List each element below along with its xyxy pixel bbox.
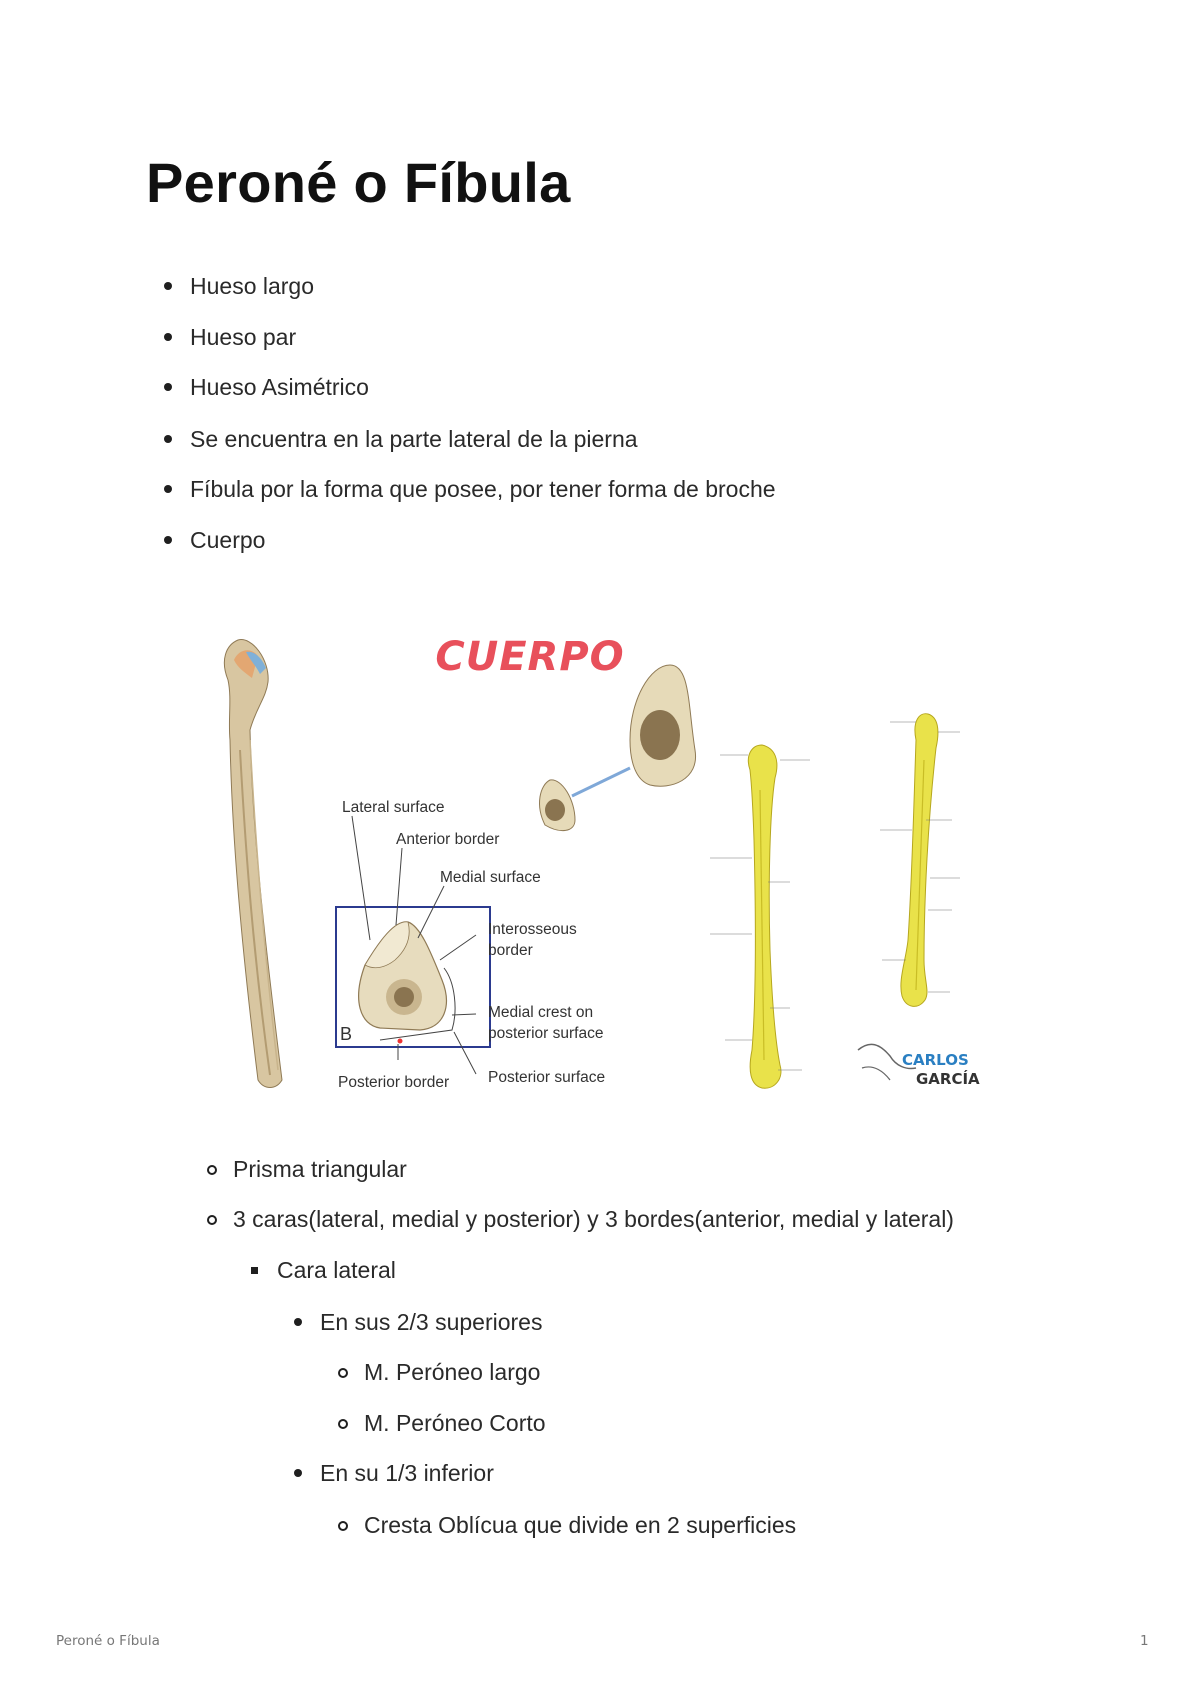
label-medial-crest-2: posterior surface (488, 1025, 603, 1042)
list-item: Hueso largo (164, 271, 314, 301)
list-item: Cresta Oblícua que divide en 2 superfici… (338, 1510, 796, 1540)
carlos-garcia-logo: CARLOS GARCÍA (857, 1043, 980, 1088)
list-item: M. Peróneo Corto (338, 1408, 546, 1438)
bullet-icon (164, 536, 172, 544)
circle-bullet-icon (338, 1521, 348, 1531)
label-posterior-border: Posterior border (338, 1074, 449, 1091)
list-item: 3 caras(lateral, medial y posterior) y 3… (207, 1204, 954, 1234)
bullet-icon (164, 383, 172, 391)
bullet-icon (294, 1318, 302, 1326)
circle-bullet-icon (338, 1419, 348, 1429)
bullet-icon (164, 485, 172, 493)
fibula-bone-drawing (223, 639, 283, 1088)
label-posterior-surface: Posterior surface (488, 1069, 605, 1086)
list-item: Hueso Asimétrico (164, 372, 369, 402)
circle-bullet-icon (207, 1165, 217, 1175)
footer-doc-name: Peroné o Fíbula (56, 1633, 160, 1649)
panel-frame (335, 906, 491, 1048)
list-item: En su 1/3 inferior (294, 1458, 494, 1488)
label-medial-crest: Medial crest on (488, 1004, 593, 1021)
list-item: Fíbula por la forma que posee, por tener… (164, 474, 776, 504)
square-bullet-icon (251, 1267, 258, 1274)
label-interosseous-border-2: border (488, 942, 533, 959)
bullet-icon (294, 1469, 302, 1477)
triangular-cross-section (358, 921, 456, 1044)
label-interosseous-border: Interosseous (488, 921, 577, 938)
list-item: Hueso par (164, 322, 296, 352)
circle-bullet-icon (207, 1215, 217, 1225)
label-lateral-surface: Lateral surface (342, 799, 445, 816)
list-item: M. Peróneo largo (338, 1357, 540, 1387)
list-item: Cuerpo (164, 525, 265, 555)
yellow-fibula-anterior (710, 744, 810, 1089)
logo-name-1: CARLOS (902, 1051, 969, 1069)
list-item: En sus 2/3 superiores (294, 1307, 542, 1337)
cuerpo-figure: CUERPO B (190, 620, 1070, 1120)
logo-name-2: GARCÍA (916, 1069, 980, 1088)
bullet-icon (164, 282, 172, 290)
fibula-illustration: CUERPO B (223, 634, 980, 1091)
figure-heading: CUERPO (435, 634, 624, 680)
footer-page-number: 1 (1140, 1633, 1149, 1649)
cross-section-small (539, 664, 696, 832)
page-title: Peroné o Fíbula (146, 151, 571, 214)
label-leader-lines (351, 815, 477, 1075)
panel-letter: B (340, 1024, 352, 1044)
bullet-icon (164, 435, 172, 443)
list-item: Se encuentra en la parte lateral de la p… (164, 424, 638, 454)
list-item: Prisma triangular (207, 1154, 407, 1184)
circle-bullet-icon (338, 1368, 348, 1378)
list-item: Cara lateral (251, 1255, 396, 1285)
yellow-fibula-posterior (880, 713, 960, 1007)
label-medial-surface: Medial surface (440, 869, 541, 886)
bullet-icon (164, 333, 172, 341)
label-anterior-border: Anterior border (396, 831, 499, 848)
